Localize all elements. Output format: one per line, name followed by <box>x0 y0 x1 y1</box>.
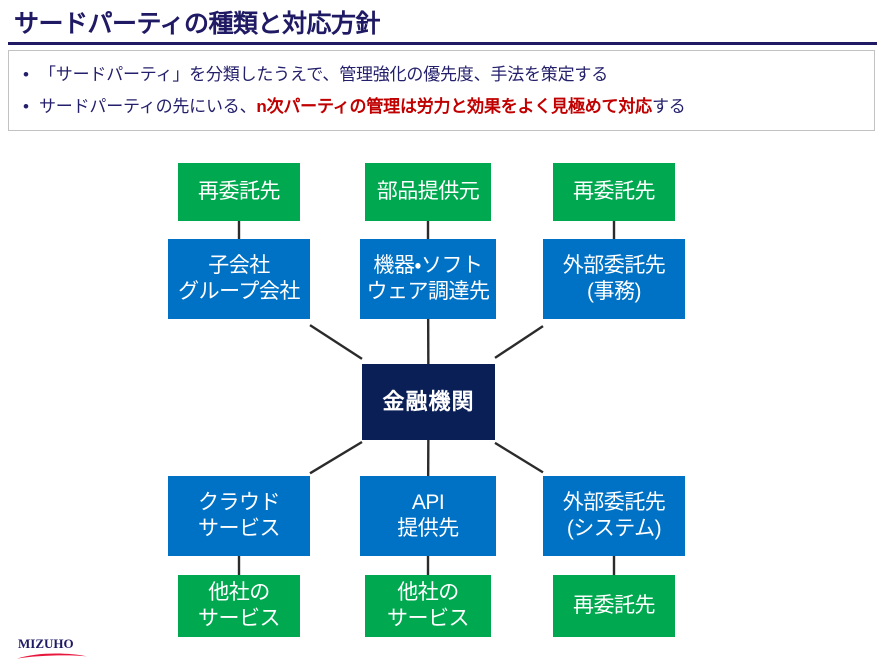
diagram-node-label: API 提供先 <box>397 491 459 540</box>
diagram-node-label: 再委託先 <box>573 180 656 203</box>
diagram-node-top-right-green: 再委託先 <box>553 163 675 221</box>
diagram-node-label: 外部委託先 (事務) <box>562 254 666 303</box>
logo-swoosh-icon <box>17 653 87 659</box>
title-divider <box>8 42 877 45</box>
logo-wordmark: MIZUHO <box>18 636 74 651</box>
bullet-marker-icon: • <box>23 65 29 84</box>
connector-lines <box>237 221 616 575</box>
diagram-node-label: 他社の サービス <box>198 581 281 630</box>
diagram-node-label: 外部委託先 (システム) <box>562 491 666 540</box>
bullet-text: 「サードパーティ」を分類したうえで、管理強化の優先度、手法を策定する <box>39 63 608 87</box>
bullet-text: サードパーティの先にいる、n次パーティの管理は労力と効果をよく見極めて対応する <box>39 95 686 119</box>
third-party-diagram: 金融機関再委託先部品提供元再委託先子会社 グループ会社機器・ソフト ウェア調達先… <box>0 131 886 637</box>
mizuho-logo: MIZUHO <box>17 636 87 662</box>
diagram-node-bottom-right-blue: 外部委託先 (システム) <box>543 476 685 556</box>
diagram-node-label: 再委託先 <box>198 180 281 203</box>
diagram-node-label: 再委託先 <box>573 594 656 617</box>
diagram-node-top-mid-blue: 機器・ソフト ウェア調達先 <box>360 239 496 319</box>
connector-top-right-blue-to-center <box>494 325 544 359</box>
bullet-item: • 「サードパーティ」を分類したうえで、管理強化の優先度、手法を策定する <box>23 63 608 87</box>
diagram-node-label: 機器・ソフト ウェア調達先 <box>366 254 491 303</box>
diagram-node-label: クラウド サービス <box>198 491 281 540</box>
diagram-node-bottom-left-green: 他社の サービス <box>178 575 300 637</box>
bullet-plain-text: 「サードパーティ」を分類したうえで、管理強化の優先度、手法を策定する <box>39 65 608 84</box>
bullet-highlight-text: n次パーティの管理は労力と効果をよく見極めて対応 <box>256 97 652 116</box>
bullet-plain-text: する <box>651 97 686 116</box>
bullet-marker-icon: • <box>23 97 29 116</box>
diagram-node-bottom-left-blue: クラウド サービス <box>168 476 310 556</box>
diagram-node-label: 部品提供元 <box>376 180 480 203</box>
title-bar: サードパーティの種類と対応方針 <box>0 0 886 45</box>
diagram-node-center: 金融機関 <box>362 364 495 440</box>
diagram-node-label: 他社の サービス <box>387 581 470 630</box>
connector-center-to-bottom-right-blue <box>494 441 544 474</box>
diagram-node-top-right-blue: 外部委託先 (事務) <box>543 239 685 319</box>
diagram-node-bottom-mid-blue: API 提供先 <box>360 476 496 556</box>
diagram-node-label: 子会社 グループ会社 <box>178 254 300 303</box>
diagram-node-top-left-blue: 子会社 グループ会社 <box>168 239 310 319</box>
connector-top-left-blue-to-center <box>309 324 363 360</box>
bullet-plain-text: サードパーティの先にいる、 <box>39 97 257 116</box>
diagram-node-top-left-green: 再委託先 <box>178 163 300 221</box>
page-title: サードパーティの種類と対応方針 <box>14 10 381 38</box>
connector-center-to-bottom-left-blue <box>309 440 363 475</box>
diagram-node-bottom-mid-green: 他社の サービス <box>365 575 491 637</box>
bullet-item: • サードパーティの先にいる、n次パーティの管理は労力と効果をよく見極めて対応す… <box>23 95 686 119</box>
diagram-node-bottom-right-green: 再委託先 <box>553 575 675 637</box>
diagram-node-label: 金融機関 <box>382 389 475 414</box>
diagram-node-top-mid-green: 部品提供元 <box>365 163 491 221</box>
summary-box: • 「サードパーティ」を分類したうえで、管理強化の優先度、手法を策定する • サ… <box>8 50 875 131</box>
